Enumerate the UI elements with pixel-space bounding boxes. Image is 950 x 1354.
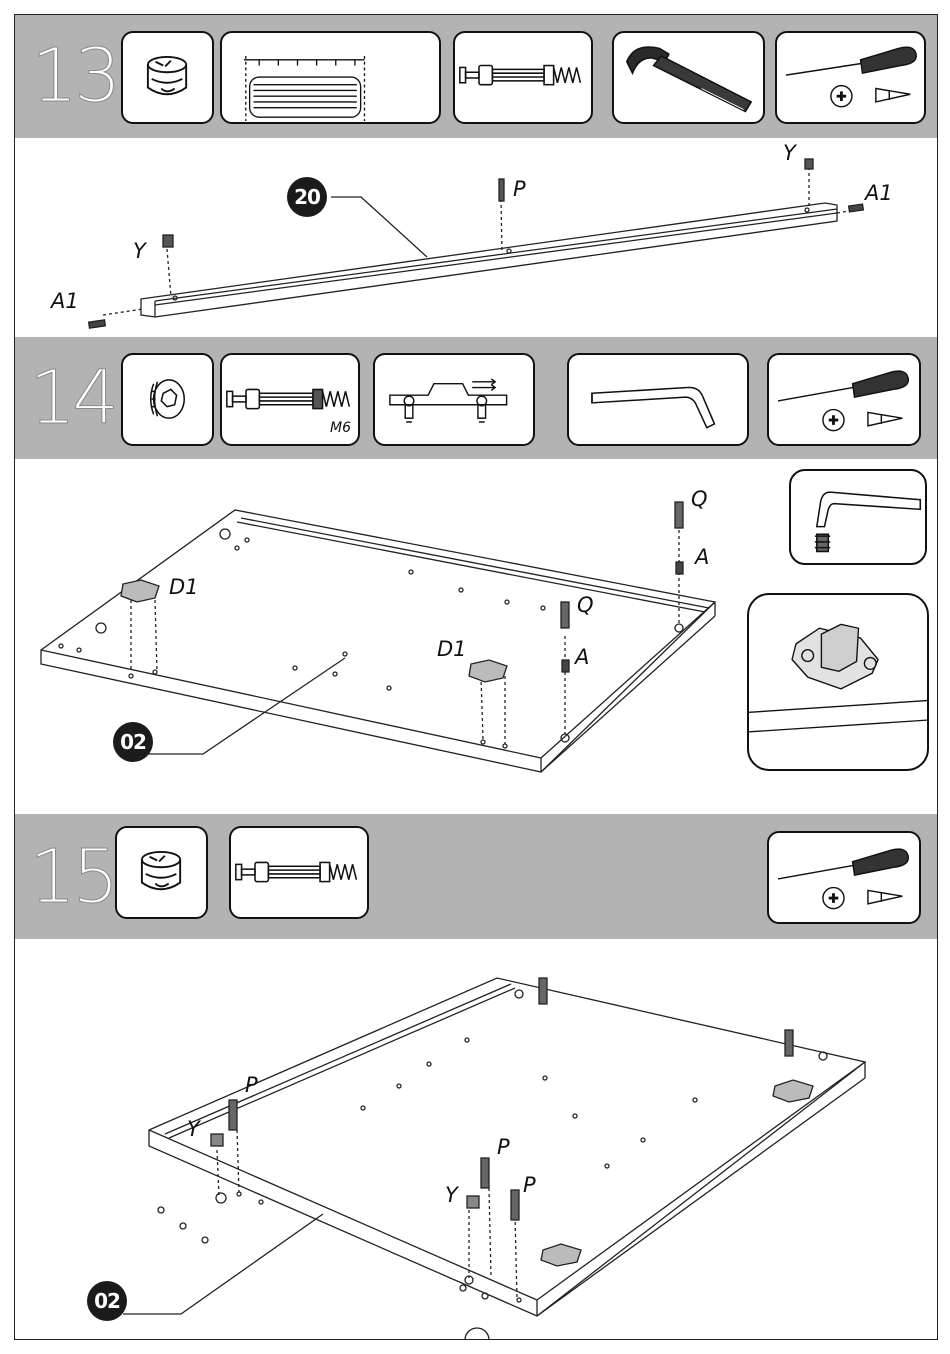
label-y-mid-15: Y [445, 1185, 458, 1206]
step-15-drawing [15, 940, 938, 1340]
instruction-page: 13 [14, 14, 938, 1340]
step-14-number: 14 [29, 361, 115, 435]
part-badge-20: 20 [287, 177, 327, 217]
label-a-mid: A [575, 647, 589, 668]
step-14-header: 14 M6 [15, 337, 937, 459]
cam-bolt-icon [453, 31, 593, 124]
allen-key-icon [567, 353, 749, 446]
label-y-left: Y [133, 241, 146, 262]
label-a1-right: A1 [865, 183, 893, 204]
label-q-mid: Q [577, 595, 594, 616]
label-y-right: Y [783, 143, 796, 164]
step-15-number: 15 [29, 840, 115, 914]
cam-bolt-icon-m6: M6 [220, 353, 360, 446]
label-q-right: Q [691, 489, 708, 510]
screwdriver-icon-14 [767, 353, 921, 446]
label-d1-left: D1 [169, 577, 199, 598]
label-p-left: P [245, 1075, 258, 1096]
label-a1-left: A1 [51, 291, 79, 312]
step-13-drawing [15, 139, 938, 339]
label-p-mid2: P [523, 1175, 536, 1196]
cam-bolt-icon-15 [229, 826, 369, 919]
screwdriver-icon-15 [767, 831, 921, 924]
step-15-header: 15 [15, 814, 937, 939]
cam-lock-icon [121, 31, 214, 124]
hinge-plate-icon [373, 353, 535, 446]
hinge-detail [747, 593, 929, 771]
step-13-number: 13 [31, 39, 117, 113]
label-a-right: A [695, 547, 709, 568]
cam-lock-icon-15 [115, 826, 208, 919]
screwdriver-icon [775, 31, 926, 124]
label-p: P [513, 179, 526, 200]
part-badge-02-step15: 02 [87, 1281, 127, 1321]
insert-nut-icon [121, 353, 214, 446]
allen-key-detail [789, 469, 927, 565]
label-d1-mid: D1 [437, 639, 467, 660]
step-13-header: 13 [15, 15, 937, 138]
wood-dowel-icon [220, 31, 441, 124]
hammer-icon [612, 31, 765, 124]
label-p-mid: P [497, 1137, 510, 1158]
bolt-size-label: M6 [330, 421, 351, 435]
part-badge-02-step14: 02 [113, 722, 153, 762]
label-y-left-15: Y [187, 1119, 200, 1140]
